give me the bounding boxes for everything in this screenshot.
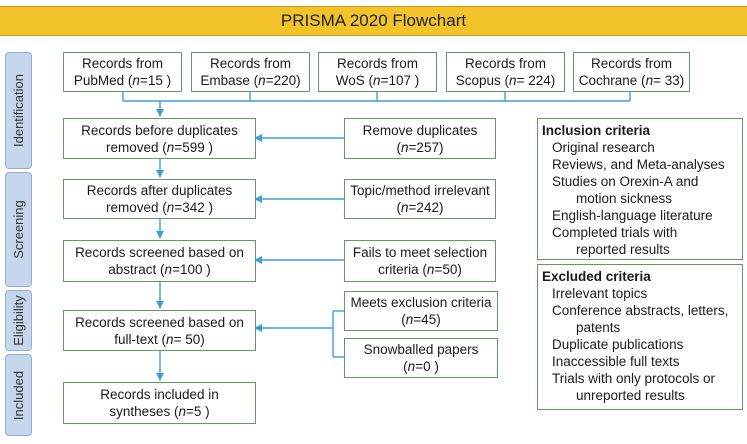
inclusion-item: Reviews, and Meta-analyses [552, 157, 725, 172]
flow-box-before-duplicates: Records before duplicates removed (n=599… [63, 118, 256, 159]
exclusion-box-topic-irrelevant: Topic/method irrelevant (n=242) [344, 179, 496, 219]
flowchart-title: PRISMA 2020 Flowchart [0, 6, 747, 36]
flow-box-included: Records included in syntheses (n=5 ) [63, 382, 256, 424]
source-box-cochrane: Records from Cochrane (n= 33) [573, 52, 690, 92]
inclusion-item-continued: motion sickness [576, 191, 673, 206]
excluded-criteria-heading: Excluded criteria [542, 269, 651, 284]
excluded-criteria-panel: Excluded criteria Irrelevant topics Conf… [537, 264, 743, 410]
excluded-item: Inaccessible full texts [552, 354, 680, 369]
flow-box-abstract-screen: Records screened based on abstract (n=10… [63, 240, 256, 282]
source-box-embase: Records from Embase (n=220) [191, 52, 310, 92]
excluded-item-continued: unreported results [576, 388, 685, 403]
excluded-item: Trials with only protocols or [552, 371, 716, 386]
source-box-pubmed: Records from PubMed (n=15 ) [63, 52, 182, 92]
stage-identification: Identification [5, 52, 32, 169]
stage-eligibility: Eligibility [5, 290, 32, 351]
inclusion-item: Original research [552, 140, 655, 155]
exclusion-box-duplicates: Remove duplicates (n=257) [344, 118, 496, 159]
exclusion-box-fails-criteria: Fails to meet selection criteria (n=50) [344, 240, 496, 282]
flow-box-after-duplicates: Records after duplicates removed (n=342 … [63, 179, 256, 219]
flow-box-fulltext-screen: Records screened based on full-text (n= … [63, 310, 256, 351]
exclusion-box-meets-exclusion: Meets exclusion criteria (n=45) [344, 291, 498, 331]
inclusion-item: English-language literature [552, 208, 713, 223]
inclusion-item-continued: reported results [576, 242, 670, 257]
stage-screening: Screening [5, 172, 32, 287]
excluded-item: Duplicate publications [552, 337, 684, 352]
inclusion-item: Studies on Orexin-A and [552, 174, 699, 189]
excluded-item: Conference abstracts, letters, [552, 303, 729, 318]
source-box-wos: Records from WoS (n=107 ) [318, 52, 437, 92]
excluded-item-continued: patents [576, 320, 621, 335]
exclusion-box-snowballed: Snowballed papers (n=0 ) [344, 338, 498, 378]
source-box-scopus: Records from Scopus (n= 224) [446, 52, 565, 92]
inclusion-item: Completed trials with [552, 225, 678, 240]
excluded-item: Irrelevant topics [552, 286, 648, 301]
inclusion-criteria-heading: Inclusion criteria [542, 123, 651, 138]
inclusion-criteria-panel: Inclusion criteria Original research Rev… [537, 118, 743, 260]
stage-included: Included [5, 354, 32, 436]
